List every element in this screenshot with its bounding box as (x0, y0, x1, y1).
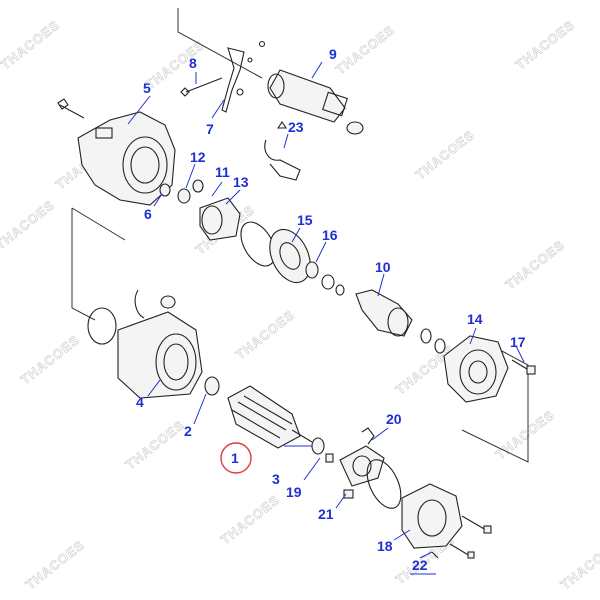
rear-bearing-part (204, 376, 220, 396)
watermark: THACOES (0, 197, 57, 252)
callout-23: 23 (288, 119, 304, 135)
callout-1: 1 (231, 450, 239, 466)
callout-15: 15 (297, 212, 313, 228)
watermark: THACOES (333, 22, 398, 77)
highlight-circle (220, 442, 252, 474)
callout-11: 11 (215, 164, 230, 180)
callout-18: 18 (377, 538, 393, 554)
watermark: THACOES (218, 492, 283, 547)
harness-part (264, 121, 301, 181)
callout-10: 10 (375, 259, 391, 275)
callout-4: 4 (136, 394, 144, 410)
callout-14: 14 (467, 311, 483, 327)
armature-part (227, 385, 313, 449)
callout-21: 21 (318, 506, 334, 522)
pinion-clutch-part (177, 179, 241, 241)
end-bearing-part (311, 437, 325, 455)
callout-17: 17 (510, 334, 526, 350)
watermark: THACOES (23, 537, 88, 592)
callout-2: 2 (184, 423, 192, 439)
gear-plate-part (269, 228, 311, 284)
callout-9: 9 (329, 46, 337, 62)
part-callouts: 1 2 3 4 5 6 7 8 9 10 11 12 13 14 15 16 1… (136, 46, 526, 573)
through-bolt-part (511, 359, 536, 375)
callout-22: 22 (412, 557, 428, 573)
o-ring-part (240, 221, 276, 267)
rear-o-ring-part (366, 459, 402, 509)
watermark: THACOES (143, 37, 208, 92)
watermark: THACOES (503, 237, 568, 292)
watermark: THACOES (493, 407, 558, 462)
callout-20: 20 (386, 411, 402, 427)
callout-19: 19 (286, 484, 302, 500)
watermark: THACOES (123, 417, 188, 472)
watermark: THACOES (18, 332, 83, 387)
callout-6: 6 (144, 206, 152, 222)
rear-cover-part (401, 483, 492, 549)
leader-lines (127, 61, 525, 559)
callout-8: 8 (189, 55, 197, 71)
callout-3: 3 (272, 471, 280, 487)
watermark: THACOES (0, 17, 62, 72)
watermark: THACOES (413, 127, 478, 182)
bushing-part (159, 183, 171, 197)
solenoid-part (267, 69, 364, 135)
screw-part (431, 543, 475, 559)
callout-7: 7 (206, 121, 214, 137)
callout-13: 13 (233, 174, 249, 190)
watermark: THACOES (558, 537, 600, 592)
brush-holder-part (325, 427, 385, 499)
front-housing-part (57, 98, 176, 206)
bolt-part (180, 77, 223, 97)
planetary-shaft-part (335, 284, 413, 337)
callout-5: 5 (143, 80, 151, 96)
field-yoke-part (87, 289, 203, 399)
watermark: THACOES (513, 17, 578, 72)
watermark: THACOES (233, 307, 298, 362)
callout-16: 16 (322, 227, 338, 243)
callout-12: 12 (190, 149, 206, 165)
center-housing-part (443, 335, 509, 403)
shift-lever-part (221, 40, 266, 113)
bearing-part (305, 261, 335, 290)
washer-part (420, 328, 446, 354)
assembly-frame-lines (71, 8, 529, 463)
